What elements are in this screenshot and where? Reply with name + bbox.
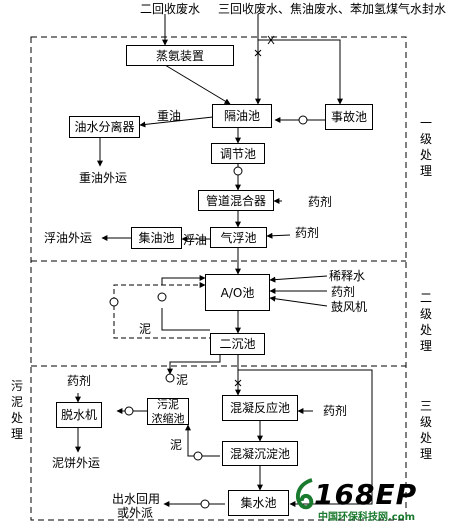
regulating-tank: 调节池	[211, 143, 265, 164]
secondary-sludge-label: 泥	[176, 373, 189, 387]
stage-frame	[30, 36, 407, 521]
coagulation-sedimentation-tank: 混凝沉淀池	[222, 441, 298, 466]
logo-site-name: 中国环保科技网	[318, 512, 388, 523]
ao-chemical-label: 药剂	[331, 285, 356, 299]
mixer-chemical-label: 药剂	[308, 195, 333, 209]
stage-label-primary: 一级处理	[419, 116, 432, 178]
logo-number: 168EP	[314, 478, 418, 511]
dewatering-machine: 脱水机	[56, 402, 102, 428]
floating-oil-label: 浮油	[183, 233, 208, 247]
pipeline-mixer: 管道混合器	[198, 190, 274, 211]
valve-symbols	[234, 35, 275, 387]
secondary-clarifier: 二沉池	[210, 333, 265, 355]
coagulation-reaction-tank: 混凝反应池	[222, 395, 298, 421]
main-flows	[75, 14, 343, 507]
stage-label-secondary: 二级处理	[419, 291, 432, 353]
reuse-label-line1: 出水回用	[112, 492, 161, 506]
sludge-cake-transport-label: 泥饼外运	[52, 456, 101, 470]
logo-text: 中国环保科技网.com	[318, 508, 415, 523]
coag-chemical-label: 药剂	[323, 404, 348, 418]
stage-label-tertiary: 三级处理	[419, 399, 432, 461]
coag-sludge-label: 泥	[170, 438, 183, 452]
stage-label-sludge: 污泥处理	[10, 379, 23, 441]
oil-water-separator: 油水分离器	[69, 116, 140, 138]
heavy-oil-label: 重油	[157, 109, 182, 123]
logo-domain: .com	[388, 512, 416, 523]
water-collection-tank: 集水池	[228, 490, 289, 516]
reuse-label-line2: 或外派	[117, 506, 154, 520]
pump-symbols	[109, 115, 308, 509]
input-label-recycled-2: 二回收废水	[140, 2, 201, 16]
sludge-thickener: 污泥 浓缩池	[147, 398, 189, 425]
site-logo: 168EP 中国环保科技网.com	[292, 476, 462, 523]
oil-collection-tank: 集油池	[131, 227, 182, 249]
float-chemical-label: 药剂	[295, 226, 320, 240]
oil-separation-tank: 隔油池	[212, 104, 272, 128]
sludge-thickener-line1: 污泥	[157, 397, 179, 411]
heavy-oil-transport-label: 重油外运	[79, 171, 128, 185]
dewater-chemical-label: 药剂	[67, 374, 92, 388]
ao-tank: A/O池	[205, 274, 270, 311]
return-flows	[113, 275, 373, 507]
accident-tank: 事故池	[325, 104, 373, 130]
air-flotation-tank: 气浮池	[210, 227, 267, 248]
ammonia-stripping-unit: 蒸氨装置	[126, 45, 234, 66]
blower-label: 鼓风机	[331, 300, 368, 314]
floating-oil-transport-label: 浮油外运	[44, 231, 93, 245]
sludge-thickener-line2: 浓缩池	[151, 411, 185, 425]
ao-sludge-label: 泥	[139, 322, 152, 336]
logo-swirl-icon	[295, 478, 314, 510]
input-label-recycled-3: 三回收废水、焦油废水、苯加氢煤气水封水	[218, 2, 447, 16]
dilution-water-label: 稀释水	[329, 269, 366, 283]
